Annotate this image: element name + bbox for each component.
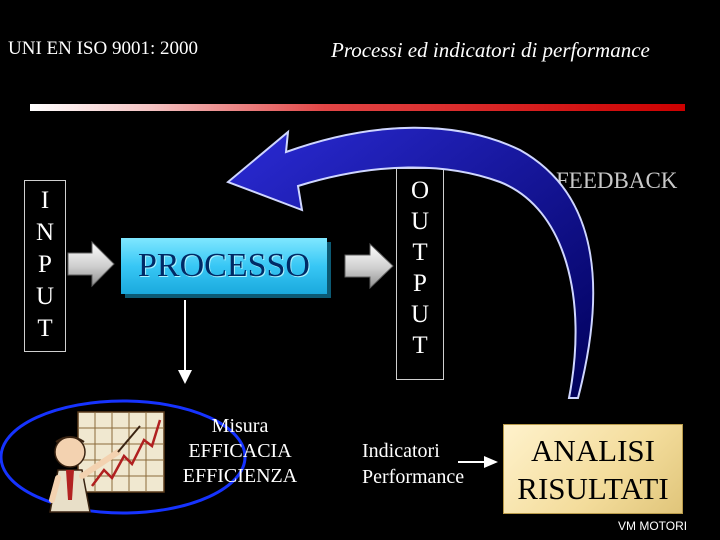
input-box: I N P U T — [24, 180, 66, 352]
output-letter: U — [410, 208, 430, 235]
output-letter: T — [412, 332, 428, 359]
process-label: PROCESSO — [138, 247, 310, 284]
presenter-chart-icon — [0, 399, 247, 515]
measure-line: EFFICIENZA — [182, 465, 298, 487]
analysis-line: ANALISI — [531, 433, 655, 468]
arrow-down-icon — [178, 300, 192, 384]
title-underline-bar — [30, 104, 685, 111]
output-letter: U — [410, 301, 430, 328]
analysis-box: ANALISI RISULTATI — [503, 424, 683, 514]
input-letter: T — [37, 315, 53, 342]
input-letter: U — [35, 283, 55, 310]
indicators-line: Performance — [362, 466, 465, 488]
input-letter: I — [40, 187, 50, 214]
feedback-label: FEEDBACK — [556, 168, 678, 193]
feedback-arrow-icon — [226, 126, 595, 399]
arrow-right-icon — [67, 240, 115, 288]
input-letter: N — [35, 219, 55, 246]
arrow-right-icon — [458, 456, 498, 468]
indicators-line: Indicatori — [362, 440, 440, 462]
measure-line: EFFICACIA — [188, 440, 292, 462]
header-left-title: UNI EN ISO 9001: 2000 — [8, 38, 198, 59]
footer-text: VM MOTORI — [618, 519, 688, 533]
output-letter: T — [412, 239, 428, 266]
header-right-title: Processi ed indicatori di performance — [331, 38, 650, 62]
measure-line: Misura — [211, 415, 269, 437]
analysis-line: RISULTATI — [517, 471, 669, 506]
process-box: PROCESSO — [121, 238, 327, 294]
output-box: O U T P U T — [396, 168, 444, 380]
measure-text: Misura EFFICACIA EFFICIENZA — [158, 414, 322, 489]
output-letter: O — [410, 177, 430, 204]
input-letter: P — [38, 251, 52, 278]
arrow-right-icon — [344, 242, 394, 290]
output-letter: P — [413, 270, 427, 297]
indicators-text: Indicatori Performance — [362, 438, 492, 490]
